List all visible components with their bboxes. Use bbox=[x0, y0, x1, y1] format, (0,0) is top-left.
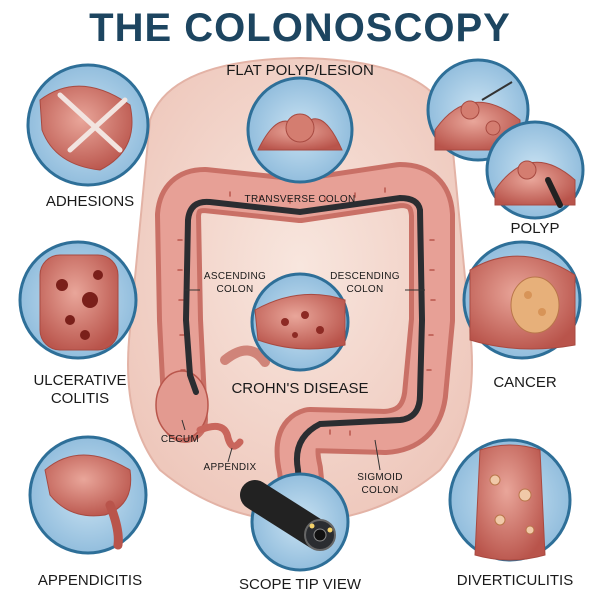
label-polyp: POLYP bbox=[510, 220, 560, 237]
label-ulcerative-colitis-2: COLITIS bbox=[50, 390, 110, 407]
label-transverse-colon: TRANSVERSE COLON bbox=[244, 194, 356, 205]
label-scope-tip: SCOPE TIP VIEW bbox=[239, 576, 361, 593]
callout-circles bbox=[18, 58, 585, 572]
label-ulcerative-colitis-1: ULCERATIVE bbox=[33, 372, 127, 389]
diagram-title: THE COLONOSCOPY bbox=[89, 6, 511, 50]
label-appendicitis: APPENDICITIS bbox=[37, 572, 143, 589]
label-sigmoid-1: SIGMOID bbox=[357, 472, 403, 483]
label-descending-1: DESCENDING bbox=[330, 271, 400, 282]
label-sigmoid-2: COLON bbox=[361, 485, 399, 496]
label-descending-2: COLON bbox=[346, 284, 384, 295]
label-crohns: CROHN'S DISEASE bbox=[231, 380, 369, 397]
label-cecum: CECUM bbox=[160, 434, 200, 445]
appendix-shape bbox=[196, 422, 244, 450]
small-bowel bbox=[220, 345, 270, 367]
scope-cable bbox=[182, 194, 426, 508]
label-flat-polyp: FLAT POLYP/LESION bbox=[226, 62, 374, 79]
leader-lines bbox=[181, 289, 425, 471]
label-diverticulitis: DIVERTICULITIS bbox=[456, 572, 574, 589]
label-appendix: APPENDIX bbox=[203, 462, 257, 473]
label-ascending-2: COLON bbox=[216, 284, 254, 295]
label-cancer: CANCER bbox=[493, 374, 557, 391]
label-ascending-1: ASCENDING bbox=[203, 271, 267, 282]
label-adhesions: ADHESIONS bbox=[45, 193, 135, 210]
